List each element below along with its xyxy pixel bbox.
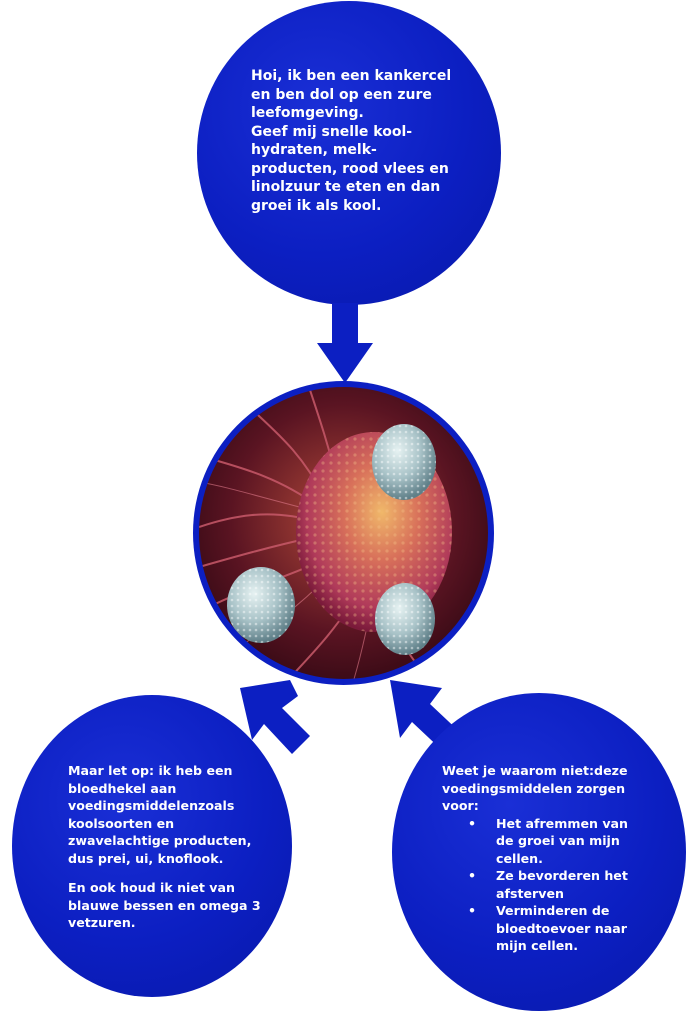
top-bubble-line: leefomgeving. xyxy=(251,105,364,121)
left-line: blauwe bessen en omega 3 xyxy=(68,897,261,913)
top-bubble-line: Hoi, ik ben een kankercel xyxy=(251,68,452,84)
cancer-cell-image xyxy=(199,387,488,679)
top-bubble-line: linolzuur te eten en dan xyxy=(251,179,441,195)
left-line: dus prei, ui, knoflook. xyxy=(68,850,224,866)
left-bubble-text: Maar let op: ik heb een bloedhekel aan v… xyxy=(68,762,278,944)
arrow-down-icon xyxy=(317,303,373,383)
right-bubble: Weet je waarom niet:deze voedingsmiddele… xyxy=(392,693,686,1011)
left-bubble: Maar let op: ik heb een bloedhekel aan v… xyxy=(12,695,292,997)
right-bubble-text: Weet je waarom niet:deze voedingsmiddele… xyxy=(442,762,662,955)
top-bubble-text: Hoi, ik ben een kankercel en ben dol op … xyxy=(251,67,471,215)
left-line: En ook houd ik niet van xyxy=(68,880,235,895)
left-line: bloedhekel aan xyxy=(68,780,177,796)
bullet-line: de groei van mijn xyxy=(496,833,620,848)
right-intro-line: voor: xyxy=(442,798,479,813)
left-line: vetzuren. xyxy=(68,915,136,930)
right-intro-line: voedingsmiddelen zorgen xyxy=(442,780,626,796)
right-bullet-item: Het afremmen van de groei van mijn celle… xyxy=(442,815,662,868)
top-bubble-line: hydraten, melk- xyxy=(251,142,377,158)
left-paragraph-1: Maar let op: ik heb een bloedhekel aan v… xyxy=(68,762,278,867)
arrow-up-left-icon xyxy=(240,680,310,754)
top-bubble-line: en ben dol op een zure xyxy=(251,86,432,103)
bullet-line: Het afremmen van xyxy=(496,815,629,831)
top-bubble-line: producten, rood vlees en xyxy=(251,160,449,177)
right-bullet-list: Het afremmen van de groei van mijn celle… xyxy=(442,815,662,955)
right-intro-line: Weet je waarom niet:deze xyxy=(442,763,628,778)
top-bubble-line: groei ik als kool. xyxy=(251,197,382,214)
top-bubble-line: Geef mij snelle kool- xyxy=(251,123,413,140)
bullet-line: Ze bevorderen het xyxy=(496,868,628,883)
bullet-line: mijn cellen. xyxy=(496,938,579,953)
right-bullet-item: Verminderen de bloedtoevoer naar mijn ce… xyxy=(442,902,662,955)
left-line: voedingsmiddelenzoals xyxy=(68,798,235,813)
left-line: zwavelachtige producten, xyxy=(68,833,252,848)
bullet-line: cellen. xyxy=(496,850,543,866)
right-intro: Weet je waarom niet:deze voedingsmiddele… xyxy=(442,762,662,815)
top-bubble: Hoi, ik ben een kankercel en ben dol op … xyxy=(197,1,501,305)
left-line: koolsoorten en xyxy=(68,815,175,831)
right-bullet-item: Ze bevorderen het afsterven xyxy=(442,867,662,902)
bullet-line: Verminderen de xyxy=(496,903,610,918)
left-line: Maar let op: ik heb een xyxy=(68,763,233,778)
bullet-line: bloedtoevoer naar xyxy=(496,920,627,936)
bullet-line: afsterven xyxy=(496,885,564,901)
left-paragraph-2: En ook houd ik niet van blauwe bessen en… xyxy=(68,879,278,932)
